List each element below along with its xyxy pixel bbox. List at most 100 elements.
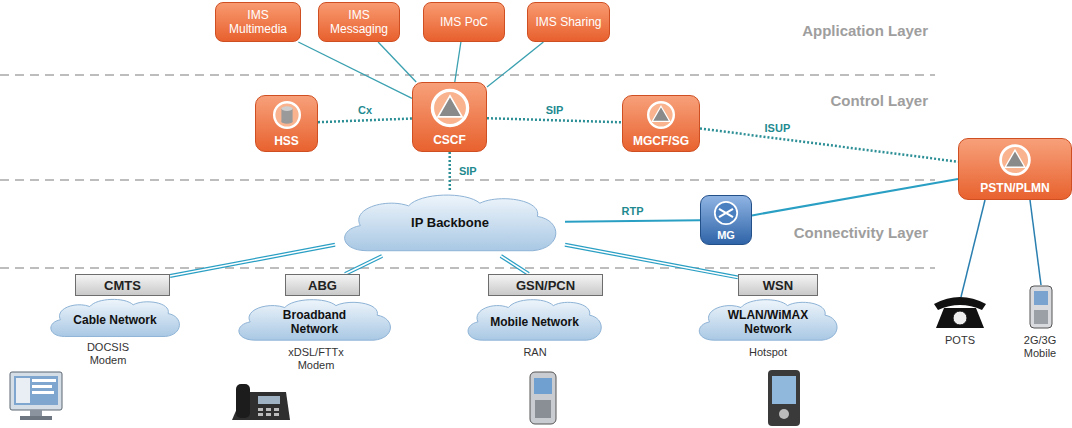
network-cloud: Broadband Network	[232, 296, 397, 344]
text-block: Broadband Network	[258, 308, 371, 336]
text-block: CSCF	[417, 133, 482, 147]
connector-core	[565, 245, 738, 278]
interface-label: RTP	[620, 205, 646, 218]
connector	[501, 256, 529, 274]
icon-part	[1005, 150, 1025, 167]
layer-name-text: Application Layer	[790, 22, 928, 40]
pots-phone-icon-part	[953, 311, 967, 325]
text-block: IMS Sharing	[534, 15, 603, 29]
node-text: Broadband Network	[258, 308, 371, 336]
text-block: WLAN/WiMAX Network	[719, 308, 817, 336]
text-block: HSS	[260, 134, 313, 148]
application-box: IMS PoC	[423, 2, 505, 42]
connector-line	[487, 42, 543, 87]
connector-line	[752, 179, 958, 215]
text-block: IMS Messaging	[325, 8, 393, 36]
network-cloud: Cable Network	[45, 296, 185, 340]
node-text: IMS Messaging	[325, 8, 393, 36]
connector-core	[501, 256, 529, 274]
application-box: IMS Multimedia	[215, 2, 301, 42]
node-text: CSCF	[417, 133, 482, 147]
access-caption-text: RAN	[510, 346, 560, 359]
access-caption: Hotspot	[738, 346, 798, 359]
connector-line	[501, 256, 529, 274]
connector	[378, 42, 416, 82]
pc-icon-part	[10, 372, 62, 410]
connector-core	[170, 245, 335, 276]
connector-line	[565, 245, 738, 278]
text-block: CMTS	[80, 278, 165, 293]
layer-divider	[0, 75, 935, 268]
layer-divider-part	[0, 179, 935, 181]
ip-phone-icon	[232, 384, 290, 420]
connector-line	[565, 220, 700, 222]
node-icon	[712, 199, 740, 227]
media-gateway: MG	[700, 195, 752, 245]
icon-part	[1001, 146, 1030, 175]
icon-part	[719, 209, 733, 217]
node-text: IMS Multimedia	[222, 8, 294, 36]
node-text: IP Backbone	[375, 216, 525, 230]
control-node: MGCF/SG	[622, 95, 700, 152]
connector-core	[345, 256, 382, 274]
connector	[318, 119, 412, 123]
mobile-icon	[530, 372, 556, 424]
pstn-wire-part	[1030, 200, 1041, 285]
network-box: PSTN/PLMN	[958, 138, 1072, 200]
connector	[487, 42, 543, 87]
network-cloud: WLAN/WiMAX Network	[693, 296, 843, 344]
pots-phone-icon	[934, 297, 986, 328]
pc-icon-part	[16, 378, 30, 403]
pda-icon-part	[779, 409, 789, 419]
access-caption-text: xDSL/FTTx Modem	[280, 346, 352, 372]
network-cloud: Mobile Network	[462, 296, 607, 344]
connector	[700, 129, 958, 162]
connector	[449, 152, 450, 190]
access-caption-text: DOCSIS Modem	[73, 341, 143, 367]
text-block: IP Backbone	[375, 216, 525, 230]
flip-phone-icon-part	[1034, 310, 1048, 324]
connector	[170, 245, 335, 276]
connector-line	[700, 129, 958, 162]
node-text: IMS PoC	[430, 15, 498, 29]
gateway-box: WSN	[738, 274, 818, 296]
icon-part	[648, 102, 674, 128]
icon-part	[652, 106, 670, 121]
pc-icon-part	[32, 385, 52, 388]
ip-phone-icon-part	[258, 408, 263, 411]
mobile-icon-part	[530, 372, 556, 424]
connector	[565, 245, 738, 278]
node-text: IMS Sharing	[534, 15, 603, 29]
layer-name-text: Control Layer	[790, 92, 928, 110]
access-caption: DOCSIS Modem	[73, 341, 143, 367]
icon-part	[274, 102, 300, 128]
flip-phone-icon-part	[1030, 286, 1052, 328]
control-node: CSCF	[412, 82, 487, 152]
terminal-caption: 2G/3G Mobile	[1012, 334, 1068, 360]
gateway-box: CMTS	[75, 274, 170, 296]
node-text: HSS	[260, 134, 313, 148]
pc-icon-part	[30, 410, 42, 416]
ip-phone-icon-part	[236, 384, 250, 418]
pstn-wire	[961, 200, 1041, 297]
node-text: ABG	[290, 278, 355, 293]
pda-icon-part	[768, 370, 800, 426]
icon-part	[715, 202, 737, 224]
node-text: GSN/PCN	[493, 278, 598, 293]
layer-name-text: Connectivity Layer	[790, 224, 928, 242]
gateway-box: ABG	[285, 274, 360, 296]
cloud-outline	[239, 300, 391, 340]
text-block: MGCF/SG	[627, 134, 695, 148]
access-caption: xDSL/FTTx Modem	[280, 346, 352, 372]
cloud-outline	[468, 300, 601, 340]
connector-line	[298, 42, 412, 98]
icon-part	[281, 119, 292, 124]
pc-icon	[10, 372, 62, 420]
pc-icon-part	[32, 379, 56, 382]
connector	[345, 256, 382, 274]
node-text: CMTS	[80, 278, 165, 293]
ip-phone-icon-part	[266, 408, 271, 411]
mobile-icon-part	[535, 400, 551, 418]
ip-phone-icon-part	[274, 408, 279, 411]
